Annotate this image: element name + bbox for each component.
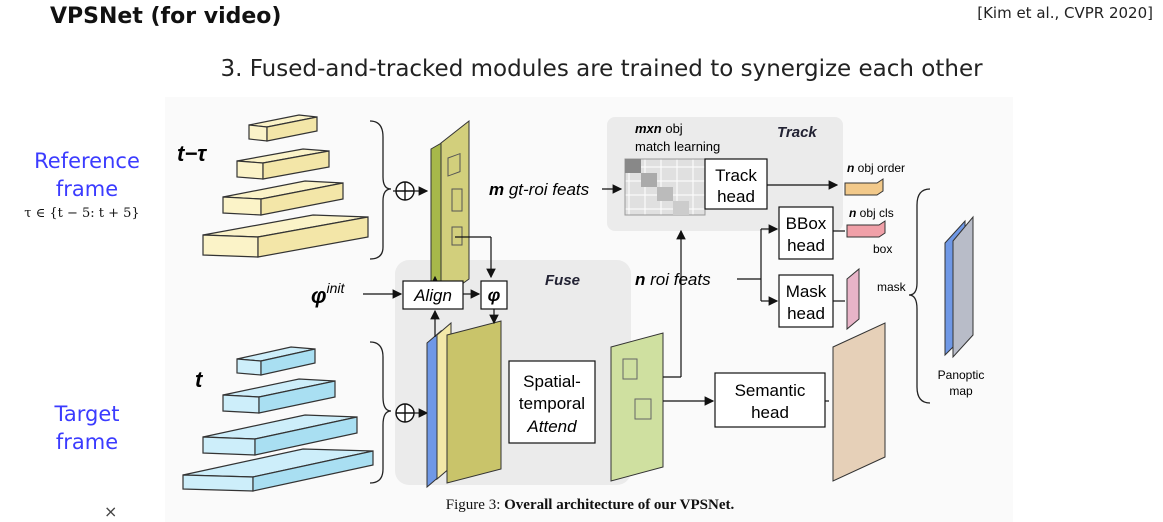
t-minus-tau-label: t−τ: [177, 141, 207, 166]
reference-label-line1: Reference: [34, 149, 140, 173]
panoptic-line1: Panoptic: [938, 368, 985, 382]
slide-title: VPSNet (for video): [50, 4, 282, 29]
order-output-box: [844, 178, 884, 196]
reference-brace: [369, 120, 392, 260]
box-label: box: [873, 242, 892, 256]
n-obj-order-label: n obj order: [847, 161, 905, 175]
bbox-head-line2: head: [787, 236, 825, 255]
track-head-line1: Track: [715, 166, 757, 185]
target-frame-label: Target frame: [12, 400, 162, 456]
close-icon[interactable]: ×: [104, 502, 118, 521]
phi-box: [480, 280, 508, 310]
bbox-head-line1: BBox: [786, 214, 827, 233]
phi-init-symbol: φinit: [311, 280, 345, 308]
target-label-line1: Target: [54, 402, 120, 426]
target-label-line2: frame: [55, 430, 119, 454]
mask-output-box: [846, 267, 860, 331]
panoptic-brace: [908, 188, 931, 404]
mask-label: mask: [877, 280, 907, 294]
align-box: [402, 280, 464, 310]
semantic-head-line2: head: [751, 403, 789, 422]
match-matrix: [624, 158, 706, 216]
track-label: Track: [777, 124, 817, 141]
n-obj-cls-label: n obj cls: [849, 206, 894, 220]
cls-output-box: [846, 220, 886, 238]
caption-bold: Overall architecture of our VPSNet.: [504, 497, 735, 513]
panoptic-map: [944, 215, 974, 359]
match-learning-label: match learning: [635, 139, 720, 154]
reference-pyramid: [202, 114, 369, 258]
sum-icon: [395, 181, 415, 201]
tau-range: τ ∈ {t − 5: t + 5}: [24, 206, 140, 221]
align-label: Align: [413, 286, 452, 305]
target-feature-maps: [426, 320, 502, 489]
target-brace: [369, 341, 392, 484]
reference-label-line2: frame: [55, 177, 119, 201]
target-pyramid: [182, 346, 374, 492]
slide-subtitle: 3. Fused-and-tracked modules are trained…: [220, 56, 983, 82]
semantic-head-box: [714, 372, 826, 428]
phi-label: φ: [488, 285, 501, 305]
sum-icon: [395, 403, 415, 423]
n-roi-feats-label: n roi feats: [635, 270, 711, 289]
figure-panel: t−τ t φinit Align φ Fuse Spatia: [165, 97, 1013, 522]
spatial-line1: Spatial-: [523, 372, 581, 391]
fused-feature-map: [610, 332, 664, 482]
reference-feature-map: [430, 119, 470, 300]
bbox-head-box: [778, 206, 834, 260]
m-gt-roi-feats-label: m gt-roi feats: [489, 180, 590, 199]
citation: [Kim et al., CVPR 2020]: [977, 4, 1153, 22]
track-head-line2: head: [717, 187, 755, 206]
reference-frame-label: Reference frame: [12, 147, 162, 203]
architecture-diagram: t−τ t φinit Align φ Fuse Spatia: [177, 114, 985, 492]
mask-head-line2: head: [787, 304, 825, 323]
semantic-output-map: [832, 322, 886, 482]
mxn-obj-label: mxn obj: [635, 121, 683, 136]
track-head-box: [704, 158, 768, 210]
spatial-temporal-attend-box: [508, 360, 596, 444]
spatial-line2: temporal: [519, 394, 585, 413]
t-label: t: [195, 367, 204, 392]
figure-caption: Figure 3: Overall architecture of our VP…: [180, 497, 1000, 514]
caption-prefix: Figure 3:: [445, 497, 505, 513]
mask-head-line1: Mask: [786, 282, 827, 301]
panoptic-line2: map: [949, 384, 973, 398]
semantic-head-line1: Semantic: [735, 381, 806, 400]
fuse-label: Fuse: [545, 272, 580, 289]
spatial-line3: Attend: [526, 417, 577, 436]
